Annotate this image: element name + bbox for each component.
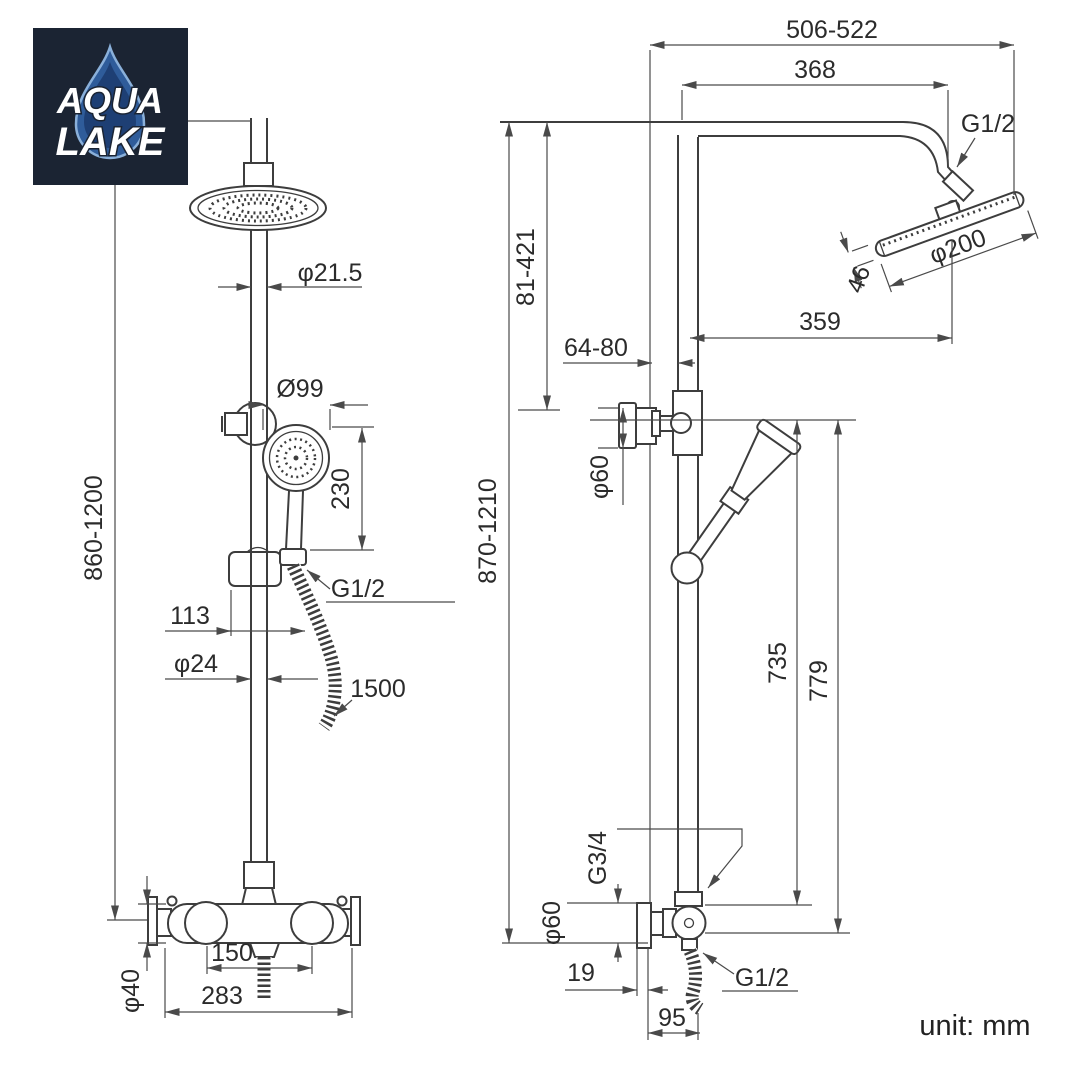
mount-knob bbox=[224, 412, 248, 436]
valve-wall-plate bbox=[636, 902, 652, 949]
front-view-dimensions bbox=[107, 120, 455, 1018]
shower-arm-inner bbox=[698, 135, 959, 195]
valve-knob-side bbox=[671, 905, 707, 941]
dim-label-head-height-range: 81-421 bbox=[512, 228, 540, 306]
rain-head bbox=[189, 185, 327, 231]
dim-label-total-height-range: 870-1210 bbox=[474, 478, 502, 584]
dim-label-riser-thread: G3/4 bbox=[584, 831, 612, 885]
water-drop-inner bbox=[84, 62, 136, 148]
dim-label-head-pipe-diameter: φ21.5 bbox=[298, 259, 363, 287]
handshower-holder bbox=[670, 551, 704, 585]
dim-label-handshower-diameter: Ø99 bbox=[276, 375, 323, 403]
dim-label-valve-diameter: φ40 bbox=[117, 969, 145, 1013]
shower-hose bbox=[286, 562, 343, 732]
riser-pipe bbox=[250, 118, 268, 893]
side-view-fixture: φ200 46 bbox=[500, 50, 1039, 1016]
arm-connector-nut bbox=[941, 169, 975, 203]
logo-text-line2: LAKE bbox=[56, 120, 166, 164]
dim-label-head-thickness: 46 bbox=[842, 262, 877, 296]
dim-label-bracket-diameter: φ60 bbox=[586, 455, 614, 499]
valve-knob-left bbox=[184, 901, 228, 945]
logo-text-line1: AQUA bbox=[56, 80, 163, 121]
dim-label-valve-width: 283 bbox=[201, 982, 243, 1010]
dim-label-height-range: 860-1200 bbox=[80, 475, 108, 581]
dim-label-riser-diameter: φ24 bbox=[174, 650, 218, 678]
wall-bracket bbox=[618, 402, 676, 449]
dim-label-arm-length: 368 bbox=[794, 56, 836, 84]
wall-union-right bbox=[350, 896, 361, 946]
dim-label-bracket-offset: 113 bbox=[170, 602, 210, 630]
side-view: φ200 46 bbox=[474, 16, 1039, 1040]
front-view: φ21.5 Ø99 230 G1/2 113 φ24 1500 860-1200… bbox=[80, 118, 455, 1018]
valve-knob-right bbox=[290, 901, 334, 945]
pipe-nut bbox=[243, 162, 274, 187]
dim-label-handshower-length: 230 bbox=[327, 468, 355, 510]
front-view-fixture bbox=[147, 118, 361, 1000]
dim-label-head-thread: G1/2 bbox=[961, 110, 1015, 138]
pipe-base-nut bbox=[243, 861, 275, 889]
outlet-nut-side bbox=[681, 938, 698, 951]
outlet-nut bbox=[248, 942, 281, 958]
dim-label-hose-thread: G1/2 bbox=[331, 575, 385, 603]
dim-label-wall-plate-depth: 19 bbox=[567, 959, 595, 987]
dim-label-holder-to-valve-center: 779 bbox=[805, 660, 833, 702]
hand-shower bbox=[262, 424, 330, 566]
thermostatic-valve-side bbox=[636, 891, 707, 1016]
slider-knob bbox=[670, 412, 692, 434]
outlet-hose-side bbox=[683, 948, 704, 1015]
unit-note: unit: mm bbox=[919, 1010, 1030, 1042]
dim-label-holder-to-valve-top: 735 bbox=[764, 642, 792, 684]
slider-clamp bbox=[228, 551, 282, 587]
dim-label-head-projection: 359 bbox=[799, 308, 841, 336]
hose-connector bbox=[279, 548, 307, 566]
dim-label-hose-length: 1500 bbox=[350, 675, 406, 703]
brand-logo: AQUA LAKE bbox=[33, 28, 188, 185]
thermostatic-valve bbox=[147, 895, 361, 1000]
dim-label-wall-clearance: 64-80 bbox=[564, 334, 628, 362]
dim-label-inlet-spacing: 150 bbox=[211, 939, 253, 967]
dim-label-overall-width: 506-522 bbox=[786, 16, 878, 44]
dim-label-valve-depth: 95 bbox=[658, 1004, 686, 1032]
side-view-dimensions bbox=[502, 41, 1015, 1040]
shower-arm-outer bbox=[500, 121, 972, 194]
dim-label-outlet-thread: G1/2 bbox=[735, 964, 789, 992]
dim-label-valve-diameter-side: φ60 bbox=[538, 901, 566, 945]
riser-pipe-side bbox=[677, 135, 699, 893]
